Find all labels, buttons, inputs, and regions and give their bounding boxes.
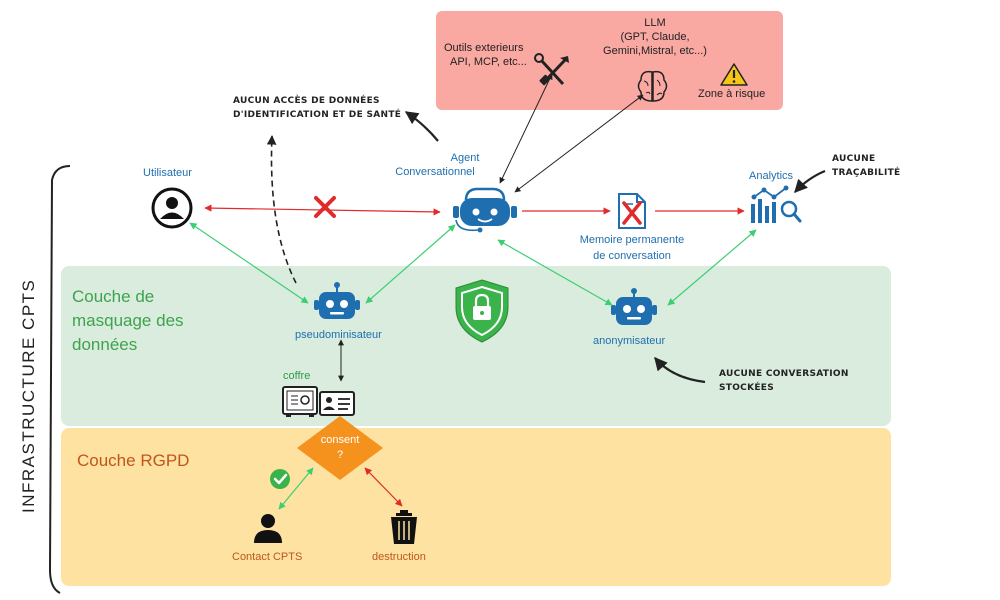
- trash-icon: [391, 510, 417, 544]
- arrow-llm-agent: [514, 94, 644, 193]
- note-no-conv-1: AUCUNE CONVERSATION: [719, 369, 849, 379]
- pseudo-bot-icon: [314, 282, 360, 319]
- risk-zone-box: [436, 11, 783, 110]
- masking-layer-title-2: masquage des: [72, 311, 184, 330]
- id-card-icon: [319, 391, 355, 416]
- llm-detail-1: (GPT, Claude,: [620, 31, 690, 43]
- note-arrow-no-conv: [654, 356, 706, 384]
- consent-label-1: consent: [320, 434, 360, 446]
- tools-label-2: API, MCP, etc...: [450, 56, 527, 68]
- note-no-trace-1: AUCUNE: [832, 154, 876, 164]
- vault-label: coffre: [283, 370, 311, 382]
- consent-label-2: ?: [336, 449, 344, 461]
- rgpd-layer-box: [61, 428, 891, 586]
- contact-label: Contact CPTS: [232, 551, 303, 563]
- note-arrow-no-access-2: [404, 111, 439, 142]
- analytics-icon: [751, 185, 802, 223]
- agent-label-2: Conversationnel: [395, 166, 475, 178]
- analytics-label: Analytics: [749, 170, 794, 182]
- memory-label-2: de conversation: [593, 250, 671, 262]
- pseudo-label: pseudominisateur: [295, 329, 382, 341]
- agent-label-1: Agent: [450, 152, 480, 164]
- note-arrow-no-trace: [794, 169, 826, 193]
- note-no-conv-2: STOCKÉES: [719, 383, 775, 393]
- memory-document-icon: [618, 193, 646, 229]
- contact-person-icon: [254, 514, 282, 543]
- shield-lock-icon: [455, 279, 509, 343]
- blocked-cross-icon: [314, 196, 336, 218]
- masking-layer-title-3: données: [72, 335, 138, 354]
- note-no-trace-2: TRAÇABILITÉ: [832, 168, 901, 178]
- arrow-anonym-analytics: [667, 229, 757, 306]
- llm-detail-2: Gemini,Mistral, etc...): [603, 45, 707, 57]
- note-no-access-2: D'IDENTIFICATION ET DE SANTÉ: [233, 110, 402, 120]
- arrow-consent-destruction: [364, 467, 403, 507]
- note-arrow-no-access: [266, 135, 297, 284]
- infrastructure-bracket: [48, 165, 71, 594]
- anonym-label: anonymisateur: [593, 335, 666, 347]
- arrow-user-pseudo: [189, 222, 309, 304]
- rgpd-layer-title: Couche RGPD: [77, 451, 190, 470]
- user-label: Utilisateur: [143, 167, 192, 179]
- consent-diamond: [297, 416, 383, 480]
- arrow-consent-contact: [278, 467, 314, 510]
- check-badge-icon: [270, 469, 290, 489]
- note-no-access-1: AUCUN ACCÈS DE DONNÉES: [233, 96, 380, 106]
- arrow-pseudo-agent: [365, 224, 456, 304]
- destruction-label: destruction: [372, 551, 426, 563]
- infrastructure-label: INFRASTRUCTURE CPTS: [19, 278, 38, 513]
- arrow-agent-anonym: [497, 239, 613, 306]
- anonym-bot-icon: [611, 288, 657, 325]
- warning-icon: [720, 63, 748, 86]
- arrow-tools-agent: [499, 73, 553, 184]
- risk-zone-label: Zone à risque: [698, 88, 766, 100]
- llm-title: LLM: [644, 17, 666, 29]
- user-icon: [151, 187, 193, 229]
- safe-icon: [282, 386, 318, 417]
- tools-label-1: Outils exterieurs: [444, 42, 524, 54]
- masking-layer-title-1: Couche de: [72, 287, 155, 306]
- tools-icon: [534, 53, 569, 86]
- memory-label-1: Memoire permanente: [579, 234, 685, 246]
- brain-icon: [637, 70, 668, 102]
- agent-bot-icon: [453, 187, 517, 233]
